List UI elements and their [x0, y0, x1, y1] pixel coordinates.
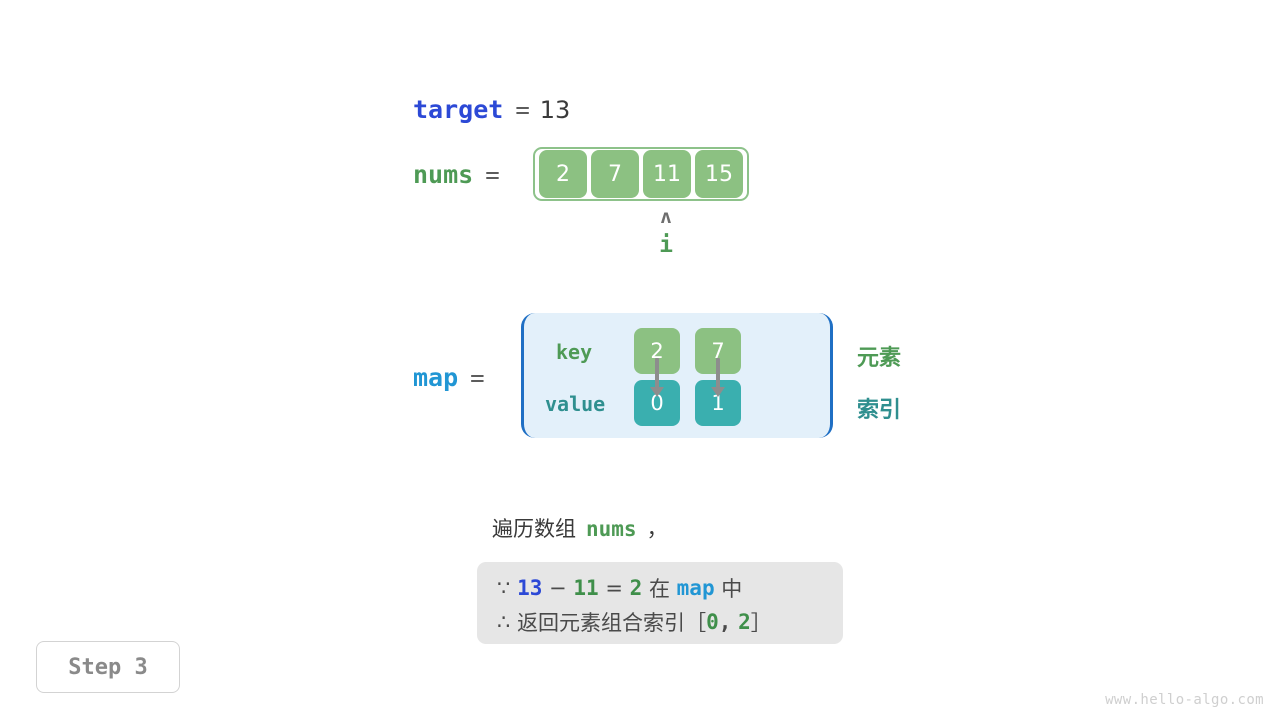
note-current-value: 11 — [573, 576, 599, 600]
note-conclusion-text: 返回元素组合索引 — [517, 611, 686, 635]
note-target-value: 13 — [517, 576, 543, 600]
caption-text: 遍历数组 nums ， — [492, 513, 668, 543]
nums-array-outline — [533, 147, 749, 201]
therefore-symbol-icon: ∴ — [497, 610, 511, 634]
target-declaration: target = 13 — [413, 95, 570, 124]
map-value-cell: 0 — [634, 380, 680, 426]
nums-variable-name: nums — [413, 160, 474, 189]
because-symbol-icon: ∵ — [497, 576, 511, 600]
map-entry: 7 1 — [695, 328, 741, 426]
note-result-comma: , — [718, 610, 732, 634]
nums-cell: 7 — [591, 150, 639, 198]
caption-code-nums: nums — [586, 517, 637, 541]
note-equals-sign: = — [605, 576, 623, 600]
note-zhong-text: 中 — [721, 577, 743, 601]
note-minus-sign: − — [549, 576, 567, 600]
nums-cell: 2 — [539, 150, 587, 198]
map-declaration: map = — [413, 363, 495, 392]
nums-cell: 15 — [695, 150, 743, 198]
note-bracket-close: ］ — [750, 611, 772, 635]
note-line-conclusion: ∴ 返回元素组合索引 ［ 0 , 2 ］ — [497, 605, 823, 639]
index-pointer-label: i — [659, 232, 673, 258]
note-map-keyword: map — [676, 576, 715, 600]
map-equals-sign: = — [470, 363, 485, 392]
map-value-row-label: value — [545, 392, 606, 416]
nums-equals-sign: = — [485, 160, 500, 189]
target-equals-sign: = — [515, 95, 530, 124]
map-key-to-value-arrow-icon — [711, 358, 725, 397]
note-complement-value: 2 — [629, 576, 643, 600]
caption-suffix: ， — [646, 517, 668, 541]
note-result-index-1: 2 — [738, 610, 751, 634]
map-key-row-label: key — [556, 340, 593, 364]
note-result-index-0: 0 — [706, 610, 719, 634]
target-value: 13 — [539, 95, 571, 124]
map-variable-name: map — [413, 363, 459, 392]
note-zai-text: 在 — [648, 577, 670, 601]
nums-declaration: nums = — [413, 160, 510, 189]
nums-array-cells: 2 7 11 15 — [539, 150, 743, 198]
watermark: www.hello-algo.com — [1105, 692, 1264, 708]
map-value-side-annotation: 索引 — [857, 398, 902, 423]
caption-prefix: 遍历数组 — [492, 517, 576, 541]
explanation-note-box: ∵ 13 − 11 = 2 在 map 中 ∴ 返回元素组合索引 ［ 0 , — [477, 562, 843, 644]
map-key-side-annotation: 元素 — [857, 346, 902, 371]
note-bracket-open: ［ — [685, 611, 707, 635]
map-key-to-value-arrow-icon — [650, 358, 664, 397]
map-entry: 2 0 — [634, 328, 680, 426]
step-badge: Step 3 — [36, 641, 180, 693]
nums-cell: 11 — [643, 150, 691, 198]
target-variable-name: target — [413, 95, 504, 124]
index-pointer-caret-icon: ʌ — [660, 206, 672, 228]
note-line-premise: ∵ 13 − 11 = 2 在 map 中 — [497, 571, 823, 605]
